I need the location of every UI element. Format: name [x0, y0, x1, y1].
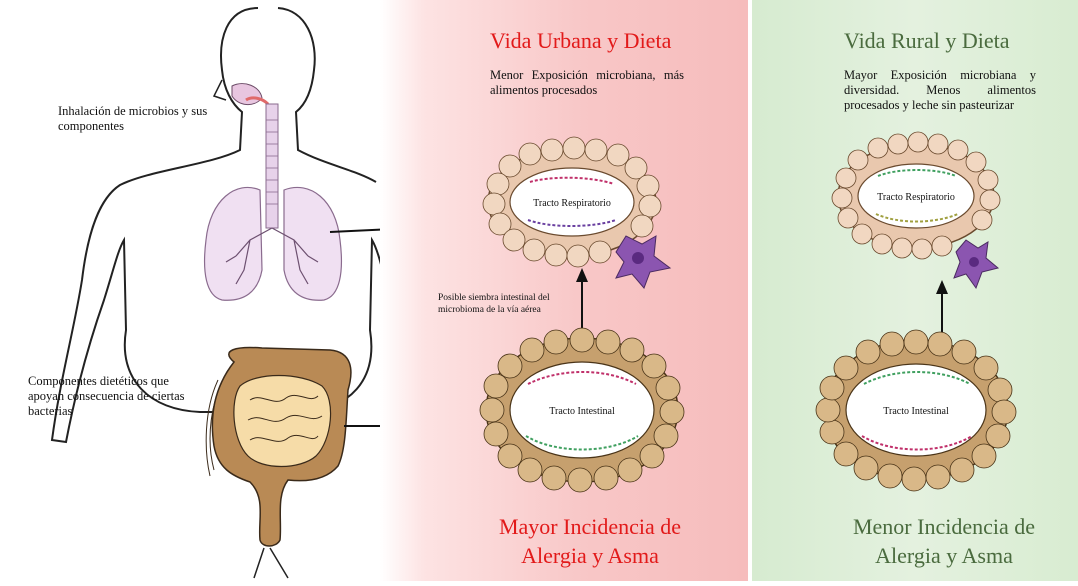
rural-tract-diagram: Tracto Respiratorio Tracto Intestinal: [752, 0, 1078, 581]
urban-respiratory-label: Tracto Respiratorio: [533, 198, 611, 209]
diet-components-label: Componentes dietéticos que apoyan consec…: [28, 374, 198, 419]
urban-tract-diagram: Tracto Respiratorio Tracto Inte: [380, 0, 748, 581]
inhalation-label: Inhalación de microbios y sus componente…: [58, 104, 218, 134]
arrow-up-icon: [576, 268, 588, 330]
rural-life-panel: Vida Rural y Dieta Mayor Exposición micr…: [752, 0, 1078, 581]
right-lung: [284, 187, 341, 300]
urban-life-panel: Vida Urbana y Dieta Menor Exposición mic…: [380, 0, 748, 581]
human-body-figure: [0, 0, 380, 581]
left-lung: [205, 187, 262, 300]
intestinal-tract-ring: Tracto Intestinal: [816, 330, 1016, 491]
urban-outcome: Mayor Incidencia de Alergia y Asma: [490, 512, 690, 570]
rural-outcome: Menor Incidencia de Alergia y Asma: [844, 512, 1044, 570]
urban-intestinal-label: Tracto Intestinal: [549, 406, 615, 417]
arrow-up-icon: [936, 280, 948, 334]
rural-respiratory-label: Tracto Respiratorio: [877, 192, 955, 203]
respiratory-tract-ring: Tracto Respiratorio: [832, 132, 1000, 288]
rural-intestinal-label: Tracto Intestinal: [883, 406, 949, 417]
respiratory-tract-ring: Tracto Respiratorio: [483, 137, 670, 288]
intestinal-tract-ring: Tracto Intestinal: [480, 328, 684, 492]
body-illustration-panel: Inhalación de microbios y sus componente…: [0, 0, 380, 581]
arrow-icon: [344, 420, 380, 432]
small-intestine: [234, 376, 331, 467]
